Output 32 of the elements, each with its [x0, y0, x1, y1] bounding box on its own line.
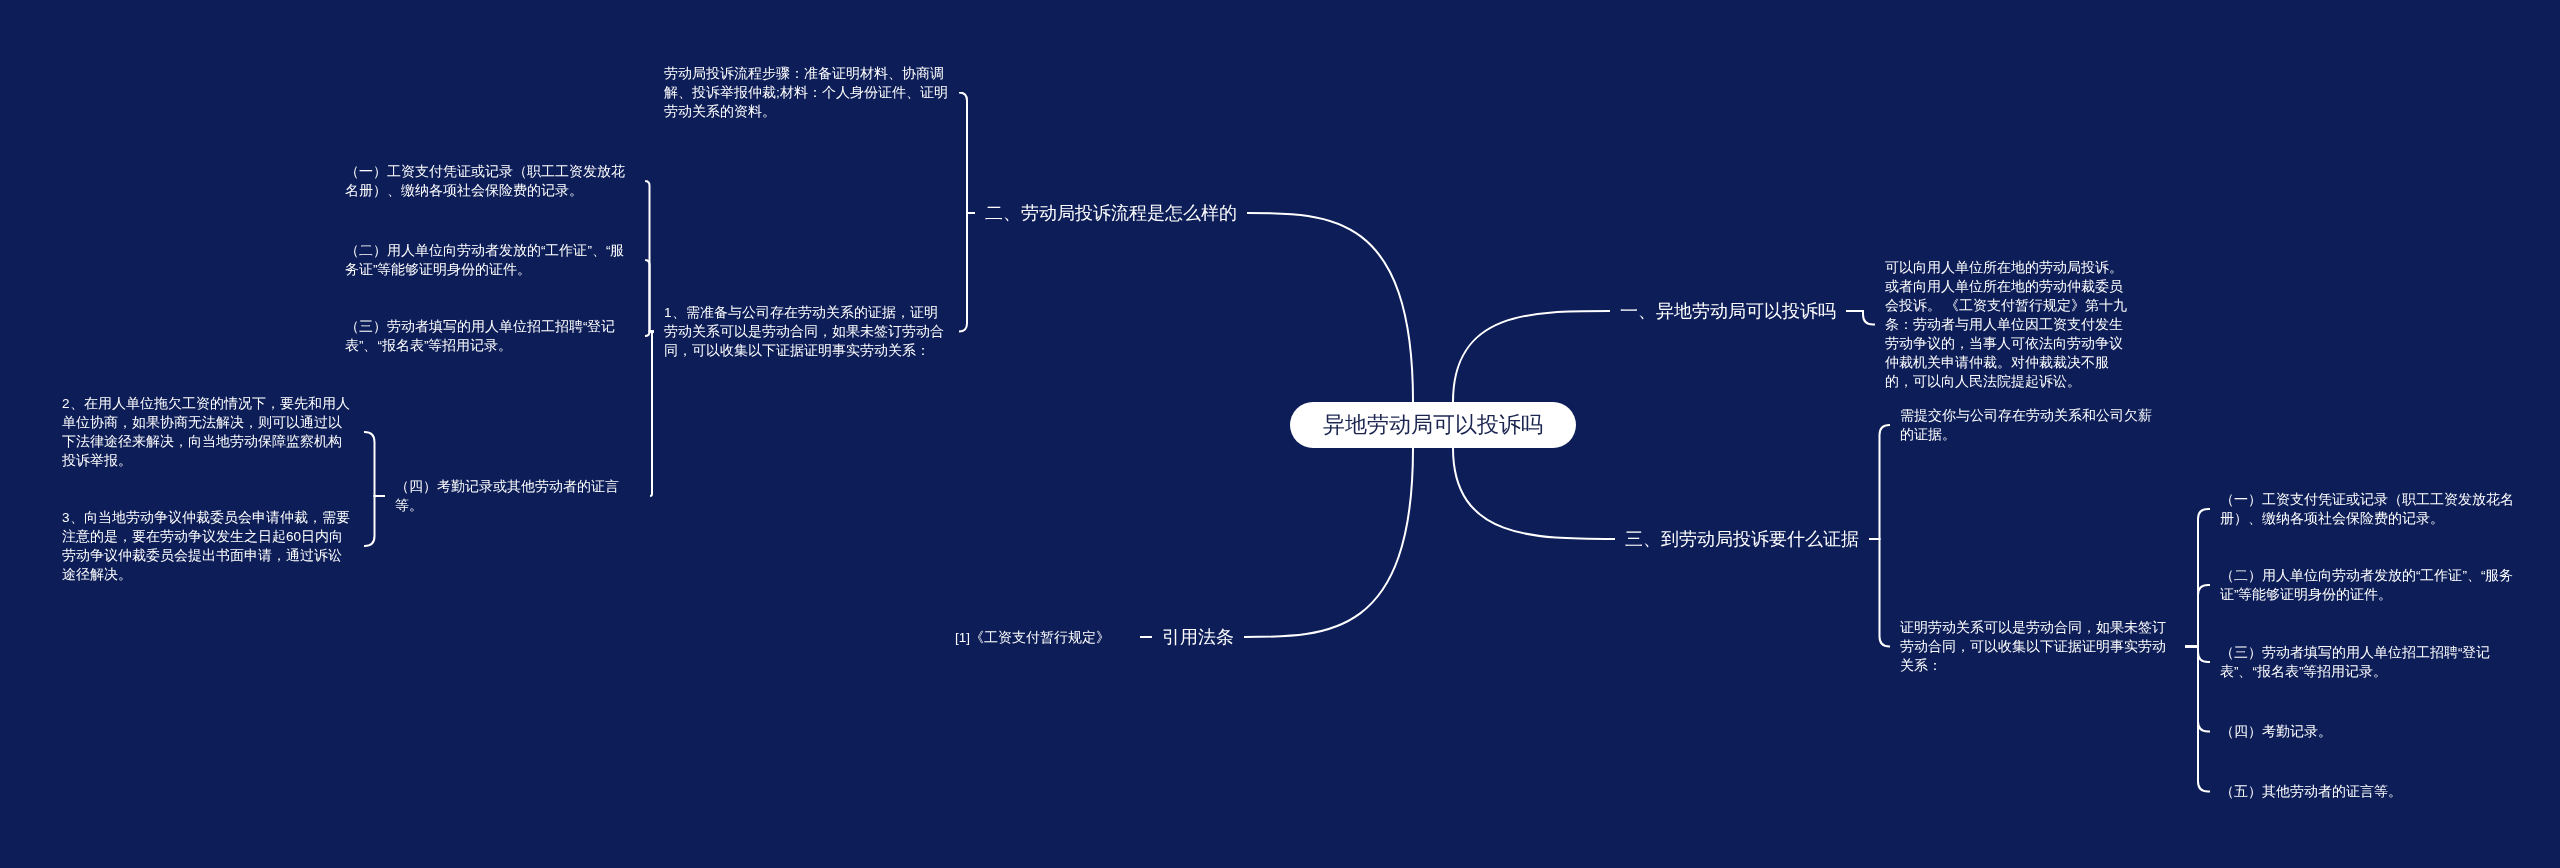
connector-line — [1452, 310, 1611, 403]
connector-line — [1243, 447, 1414, 638]
branch-topic: 三、到劳动局投诉要什么证据 — [1625, 526, 1859, 552]
topic-text: （一）工资支付凭证或记录（职工工资发放花名册）、缴纳各项社会保险费的记录。 — [345, 162, 635, 200]
topic-text: 1、需准备与公司存在劳动关系的证据，证明劳动关系可以是劳动合同，如果未签订劳动合同，可以收集以下证据证明事实劳动关系： — [664, 303, 949, 360]
topic-text: （五）其他劳动者的证言等。 — [2220, 782, 2520, 801]
topic-text: 需提交你与公司存在劳动关系和公司欠薪的证据。 — [1900, 406, 2155, 444]
central-topic: 异地劳动局可以投诉吗 — [1290, 402, 1576, 448]
topic-text: 2、在用人单位拖欠工资的情况下，要先和用人单位协商，如果协商无法解决，则可以通过以下法律途径来解决，向当地劳动保障监察机构投诉举报。 — [62, 394, 354, 470]
topic-text: 3、向当地劳动争议仲裁委员会申请仲裁，需要注意的是，要在劳动争议发生之日起60日内向劳动争议仲裁委员会提出书面申请，通过诉讼途径解决。 — [62, 508, 354, 584]
topic-text: （一）工资支付凭证或记录（职工工资发放花名册）、缴纳各项社会保险费的记录。 — [2220, 490, 2520, 528]
topic-text: [1]《工资支付暂行规定》 — [955, 628, 1130, 647]
topic-text: （三）劳动者填写的用人单位招工招聘“登记表”、“报名表”等招用记录。 — [345, 317, 635, 355]
branch-topic: 二、劳动局投诉流程是怎么样的 — [985, 200, 1237, 226]
topic-text: （二）用人单位向劳动者发放的“工作证”、“服务证”等能够证明身份的证件。 — [2220, 566, 2520, 604]
branch-topic: 引用法条 — [1162, 624, 1234, 650]
connector-line — [2184, 645, 2211, 793]
topic-text: 可以向用人单位所在地的劳动局投诉。或者向用人单位所在地的劳动仲裁委员会投诉。 《工资支付暂行规定》第十九条：劳动者与用人单位因工资支付发生劳动争议的，当事人可依法向劳动争议仲裁机关申请仲裁。对仲裁裁决不服的，可以向人民法院提起诉讼。 — [1885, 258, 2135, 391]
connector-line — [1452, 447, 1616, 540]
branch-topic: 一、异地劳动局可以投诉吗 — [1620, 298, 1836, 324]
topic-text: 证明劳动关系可以是劳动合同，如果未签订劳动合同，可以收集以下证据证明事实劳动关系： — [1900, 618, 2175, 675]
connector-line — [1246, 212, 1414, 403]
connector-line — [649, 330, 655, 497]
connector-line — [363, 495, 386, 547]
topic-text: （二）用人单位向劳动者发放的“工作证”、“服务证”等能够证明身份的证件。 — [345, 241, 635, 279]
topic-text: （四）考勤记录或其他劳动者的证言等。 — [395, 477, 640, 515]
connector-line — [1845, 310, 1876, 326]
topic-text: （三）劳动者填写的用人单位招工招聘“登记表”、“报名表”等招用记录。 — [2220, 643, 2520, 681]
connector-line — [1139, 636, 1153, 638]
topic-text: （四）考勤记录。 — [2220, 722, 2520, 741]
topic-text: 劳动局投诉流程步骤：准备证明材料、协商调解、投诉举报仲裁;材料：个人身份证件、证明劳动关系的资料。 — [664, 64, 949, 121]
connector-line — [1868, 538, 1891, 648]
